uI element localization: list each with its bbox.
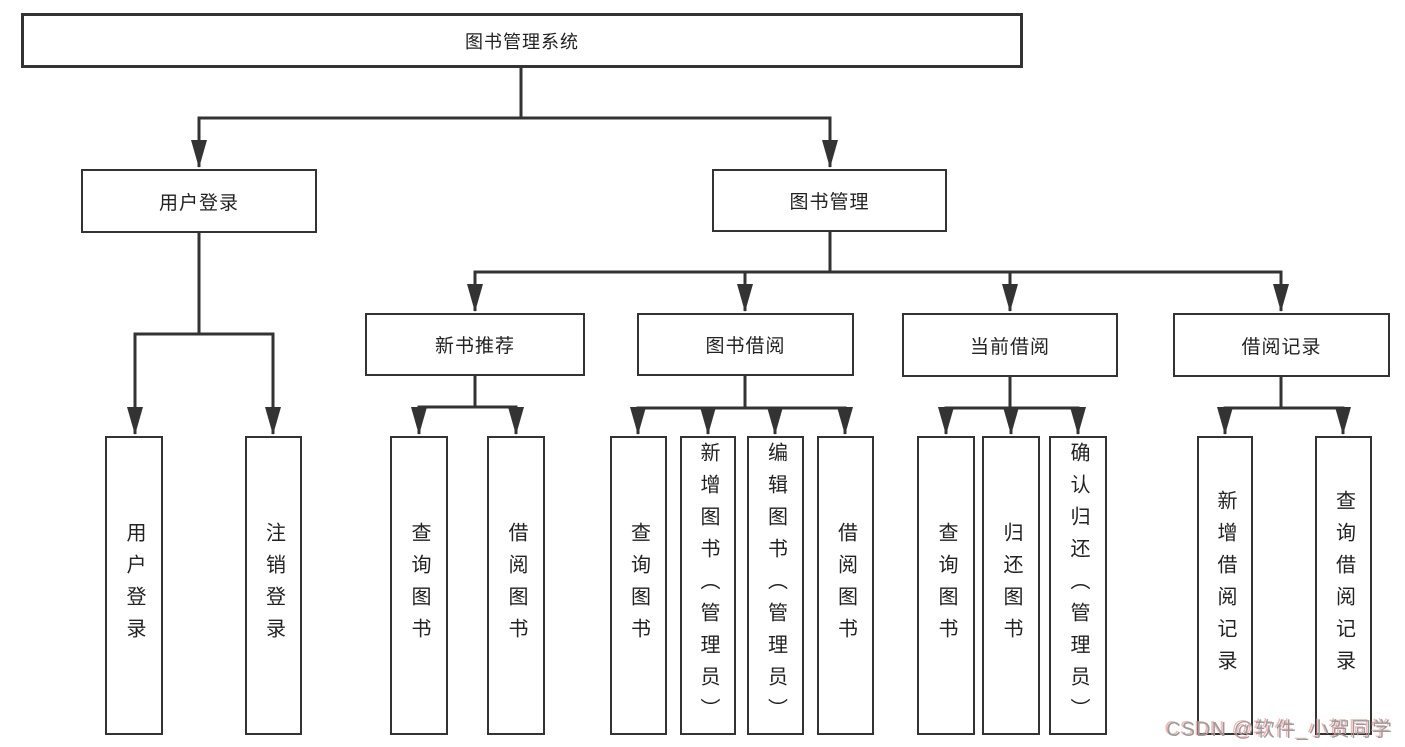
arrowhead [737,284,753,312]
arrowhead [1335,407,1351,435]
node-library-management-system: 图书管理系统 [21,13,1023,68]
leaf-label: 查询图书 [408,521,430,650]
node-book-borrowing: 图书借阅 [637,313,854,376]
arrowhead [630,407,646,435]
node-new-book-recommend: 新书推荐 [365,313,585,376]
leaf-label: 查询借阅记录 [1332,489,1355,682]
leaf-label: 注销登录 [262,521,285,650]
leaf-search-books-borrow: 查询图书 [610,436,667,735]
leaf-label: 查询图书 [935,521,957,650]
arrowhead [1003,407,1019,435]
edge-records-to-leaves [1223,377,1345,434]
arrowhead [508,407,524,435]
node-book-management-branch: 图书管理 [712,169,947,232]
arrowhead [822,140,838,168]
leaf-search-books-current: 查询图书 [917,436,975,735]
leaf-borrow-books-recommend: 借阅图书 [487,436,545,735]
arrowhead [700,407,716,435]
leaf-label: 借阅图书 [505,521,527,650]
node-label: 图书管理系统 [465,31,579,52]
leaf-logout: 注销登录 [245,436,302,735]
leaf-label: 归还图书 [1000,521,1022,650]
leaf-user-login: 用户登录 [105,436,163,735]
csdn-watermark: CSDN @软件_小贺同学 [1166,719,1393,741]
arrowhead [1070,407,1086,435]
leaf-label: 编辑图书（管理员） [764,441,787,730]
arrowhead [938,407,954,435]
leaf-return-books: 归还图书 [982,436,1040,735]
edge-root-to-level2 [197,68,832,167]
leaf-label: 确认归还（管理员） [1067,441,1089,730]
leaf-borrow-books: 借阅图书 [817,436,874,735]
arrowhead [837,407,853,435]
node-label: 新书推荐 [434,336,515,357]
arrowhead [1273,284,1289,312]
leaf-label: 借阅图书 [834,521,857,650]
arrowhead [411,407,427,435]
node-current-borrowing: 当前借阅 [902,313,1118,377]
node-label: 图书管理 [789,192,870,213]
node-label: 图书借阅 [705,336,786,357]
leaf-label: 新增图书（管理员） [697,441,719,730]
arrowhead [1002,284,1018,312]
node-label: 当前借阅 [969,336,1050,358]
edge-recommend-to-leaves [417,376,518,434]
leaf-confirm-return-admin: 确认归还（管理员） [1049,436,1107,735]
leaf-add-borrow-record: 新增借阅记录 [1197,436,1253,735]
edge-borrowmodule-to-leaves [636,376,847,434]
leaf-search-books-recommend: 查询图书 [390,436,448,735]
leaf-label: 新增借阅记录 [1214,489,1236,682]
leaf-label: 用户登录 [123,521,145,650]
edge-login-to-leaves [133,233,275,434]
arrowhead [127,407,143,435]
arrowhead [265,407,281,435]
arrowhead [191,140,207,168]
node-label: 用户登录 [158,192,239,214]
leaf-add-books-admin: 新增图书（管理员） [680,436,736,735]
arrowhead [467,284,483,312]
node-borrowing-records: 借阅记录 [1173,313,1390,377]
edge-management-to-modules [473,232,1283,311]
leaf-search-borrow-record: 查询借阅记录 [1315,436,1372,735]
arrowhead [767,407,783,435]
node-label: 借阅记录 [1241,336,1322,358]
node-user-login-branch: 用户登录 [81,169,317,233]
arrowhead [1217,407,1233,435]
arrowheads [127,140,1351,435]
leaf-label: 查询图书 [627,521,650,650]
leaf-edit-books-admin: 编辑图书（管理员） [747,436,804,735]
